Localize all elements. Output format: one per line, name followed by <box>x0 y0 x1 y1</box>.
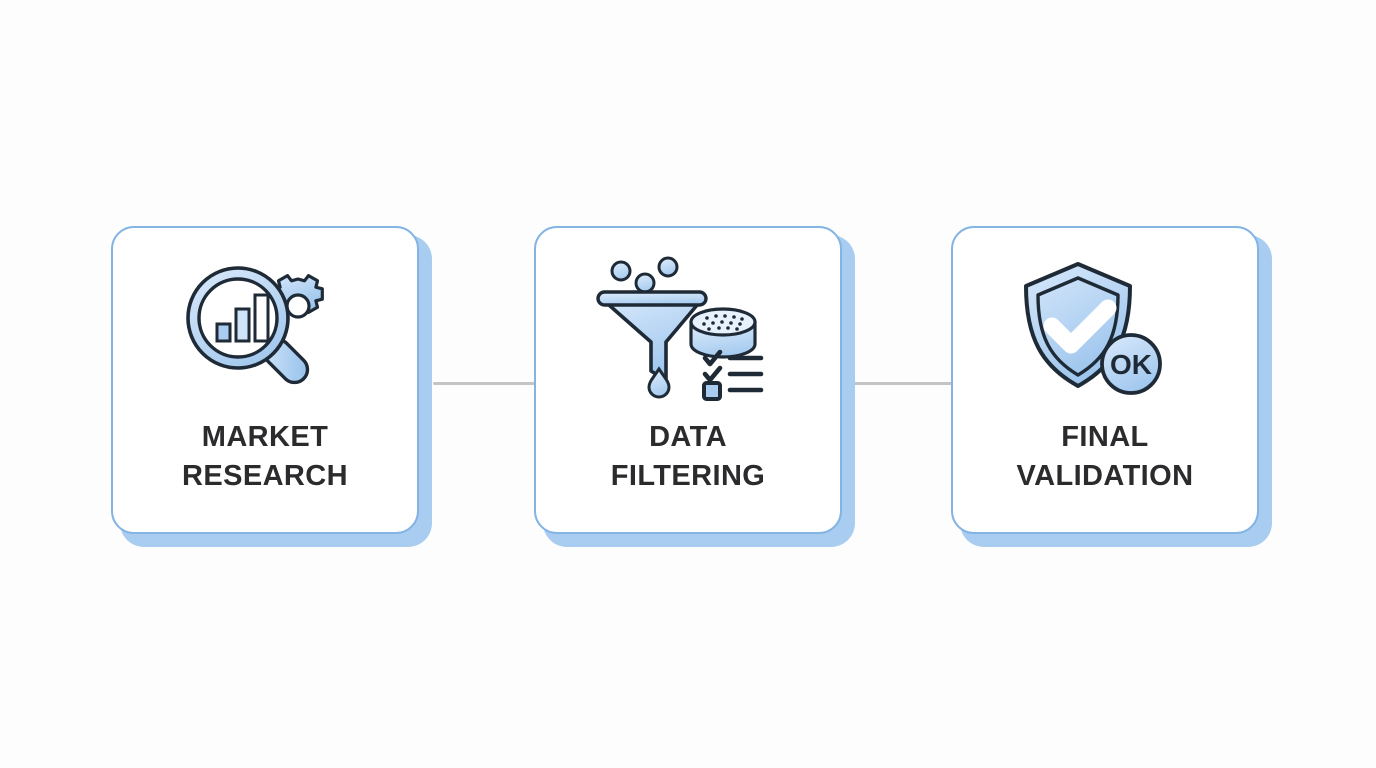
card-label: DATA FILTERING <box>610 421 766 492</box>
shield-checkmark-ok-icon: OK <box>1010 254 1200 404</box>
funnel-sieve-checklist-icon <box>593 254 783 404</box>
card-face: MARKET RESEARCH <box>111 226 419 534</box>
process-step-card-1[interactable]: MARKET RESEARCH <box>111 226 432 547</box>
card-face: DATA FILTERING <box>534 226 842 534</box>
connector-step1-step2 <box>433 382 535 385</box>
process-step-card-2[interactable]: DATA FILTERING <box>534 226 855 547</box>
magnifier-bar-chart-gear-icon <box>170 254 360 404</box>
card-label: MARKET RESEARCH <box>182 421 348 492</box>
ok-badge-text: OK <box>1110 349 1152 380</box>
card-label: FINAL VALIDATION <box>1016 421 1194 492</box>
connector-step2-step3 <box>845 382 952 385</box>
card-face: OK FINAL VALIDATION <box>951 226 1259 534</box>
process-step-card-3[interactable]: OK FINAL VALIDATION <box>951 226 1272 547</box>
